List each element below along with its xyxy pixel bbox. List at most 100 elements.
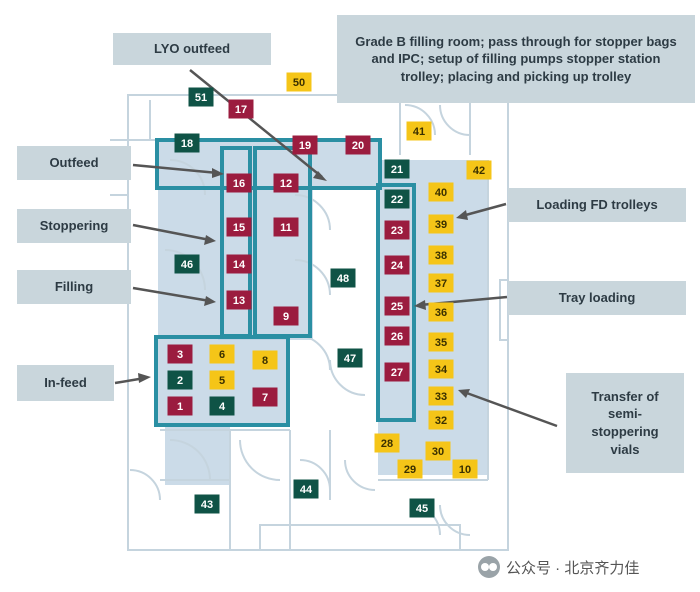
marker-11: 11 xyxy=(273,217,299,237)
marker-17: 17 xyxy=(228,99,254,119)
label-loading-fd-trolleys: Loading FD trolleys xyxy=(508,188,686,222)
marker-20: 20 xyxy=(345,135,371,155)
marker-label: 50 xyxy=(293,77,305,89)
marker-16: 16 xyxy=(226,173,252,193)
marker-label: 39 xyxy=(435,219,447,231)
marker-label: 34 xyxy=(435,364,448,376)
marker-label: 22 xyxy=(391,194,403,206)
marker-37: 37 xyxy=(428,273,454,293)
label-stoppering: Stoppering xyxy=(17,209,131,243)
marker-label: 2 xyxy=(177,375,183,387)
marker-48: 48 xyxy=(330,268,356,288)
marker-45: 45 xyxy=(409,498,435,518)
marker-15: 15 xyxy=(226,217,252,237)
marker-label: 6 xyxy=(219,349,225,361)
marker-label: 24 xyxy=(391,260,404,272)
marker-label: 8 xyxy=(262,355,268,367)
marker-label: 37 xyxy=(435,278,447,290)
marker-label: 3 xyxy=(177,349,183,361)
marker-36: 36 xyxy=(428,302,454,322)
marker-26: 26 xyxy=(384,326,410,346)
marker-label: 47 xyxy=(344,353,356,365)
marker-label: 7 xyxy=(262,392,268,404)
marker-25: 25 xyxy=(384,296,410,316)
marker-label: 32 xyxy=(435,415,447,427)
marker-label: 19 xyxy=(299,140,311,152)
marker-8: 8 xyxy=(252,350,278,370)
marker-label: 26 xyxy=(391,331,403,343)
marker-44: 44 xyxy=(293,479,319,499)
marker-label: 45 xyxy=(416,503,428,515)
watermark: 公众号 · 北京齐力佳 xyxy=(478,552,693,582)
walls xyxy=(110,94,509,551)
marker-label: 12 xyxy=(280,178,292,190)
marker-label: 27 xyxy=(391,367,403,379)
marker-18: 18 xyxy=(174,133,200,153)
marker-39: 39 xyxy=(428,214,454,234)
marker-43: 43 xyxy=(194,494,220,514)
marker-28: 28 xyxy=(374,433,400,453)
marker-4: 4 xyxy=(209,396,235,416)
watermark-text: 公众号 · 北京齐力佳 xyxy=(506,559,640,577)
marker-24: 24 xyxy=(384,255,410,275)
barrier-outlines xyxy=(154,138,416,427)
marker-label: 29 xyxy=(404,464,416,476)
marker-label: 35 xyxy=(435,337,447,349)
marker-34: 34 xyxy=(428,359,454,379)
label-in-feed: In-feed xyxy=(17,365,114,401)
marker-6: 6 xyxy=(209,344,235,364)
marker-label: 48 xyxy=(337,273,349,285)
marker-27: 27 xyxy=(384,362,410,382)
marker-label: 9 xyxy=(283,311,289,323)
marker-33: 33 xyxy=(428,386,454,406)
marker-label: 13 xyxy=(233,295,245,307)
marker-51: 51 xyxy=(188,87,214,107)
marker-50: 50 xyxy=(286,72,312,92)
marker-label: 11 xyxy=(280,222,292,234)
marker-42: 42 xyxy=(466,160,492,180)
marker-label: 44 xyxy=(300,484,313,496)
marker-label: 18 xyxy=(181,138,193,150)
marker-1: 1 xyxy=(167,396,193,416)
marker-label: 5 xyxy=(219,375,225,387)
marker-label: 36 xyxy=(435,307,447,319)
marker-label: 25 xyxy=(391,301,403,313)
marker-40: 40 xyxy=(428,182,454,202)
marker-label: 46 xyxy=(181,259,193,271)
label-lyo-outfeed: LYO outfeed xyxy=(113,33,271,65)
marker-label: 23 xyxy=(391,225,403,237)
marker-10: 10 xyxy=(452,459,478,479)
label-tray-loading: Tray loading xyxy=(508,281,686,315)
label-grade-b-filling-room: Grade B filling room; pass through for s… xyxy=(337,15,695,103)
marker-label: 30 xyxy=(432,446,444,458)
marker-47: 47 xyxy=(337,348,363,368)
marker-label: 21 xyxy=(391,164,403,176)
marker-29: 29 xyxy=(397,459,423,479)
marker-label: 15 xyxy=(233,222,245,234)
marker-22: 22 xyxy=(384,189,410,209)
marker-label: 10 xyxy=(459,464,471,476)
label-filling: Filling xyxy=(17,270,131,304)
marker-2: 2 xyxy=(167,370,193,390)
marker-label: 20 xyxy=(352,140,364,152)
marker-9: 9 xyxy=(273,306,299,326)
marker-label: 16 xyxy=(233,178,245,190)
marker-3: 3 xyxy=(167,344,193,364)
marker-23: 23 xyxy=(384,220,410,240)
marker-label: 33 xyxy=(435,391,447,403)
label-outfeed: Outfeed xyxy=(17,146,131,180)
marker-label: 17 xyxy=(235,104,247,116)
label-transfer-semi-stoppering: Transfer of semi-stoppering vials xyxy=(566,373,684,473)
marker-19: 19 xyxy=(292,135,318,155)
marker-41: 41 xyxy=(406,121,432,141)
marker-7: 7 xyxy=(252,387,278,407)
marker-label: 41 xyxy=(413,126,425,138)
marker-5: 5 xyxy=(209,370,235,390)
marker-label: 14 xyxy=(233,259,246,271)
marker-label: 51 xyxy=(195,92,207,104)
wechat-icon xyxy=(478,556,500,578)
marker-13: 13 xyxy=(226,290,252,310)
marker-label: 42 xyxy=(473,165,485,177)
